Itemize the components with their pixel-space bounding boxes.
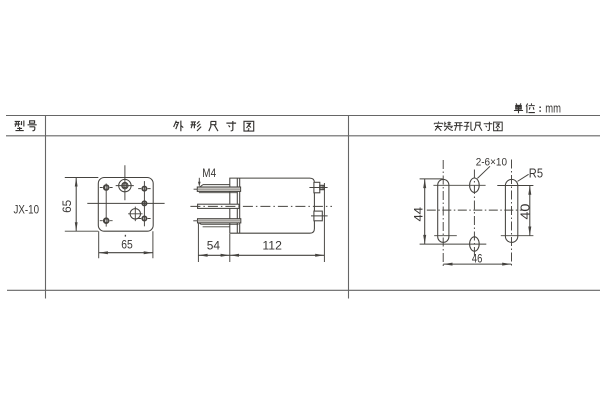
- svg-text:R5: R5: [529, 167, 543, 181]
- svg-text:mm: mm: [545, 100, 561, 115]
- svg-text:54: 54: [207, 238, 220, 252]
- svg-text:40: 40: [518, 204, 532, 220]
- svg-text:112: 112: [262, 238, 282, 252]
- svg-text:JX-10: JX-10: [14, 202, 40, 216]
- svg-text:65: 65: [62, 200, 74, 213]
- svg-text:44: 44: [412, 207, 426, 222]
- svg-text:2-6×10: 2-6×10: [476, 157, 507, 169]
- svg-text:65: 65: [121, 238, 133, 252]
- svg-text:46: 46: [472, 251, 483, 265]
- svg-text:M4: M4: [202, 166, 216, 180]
